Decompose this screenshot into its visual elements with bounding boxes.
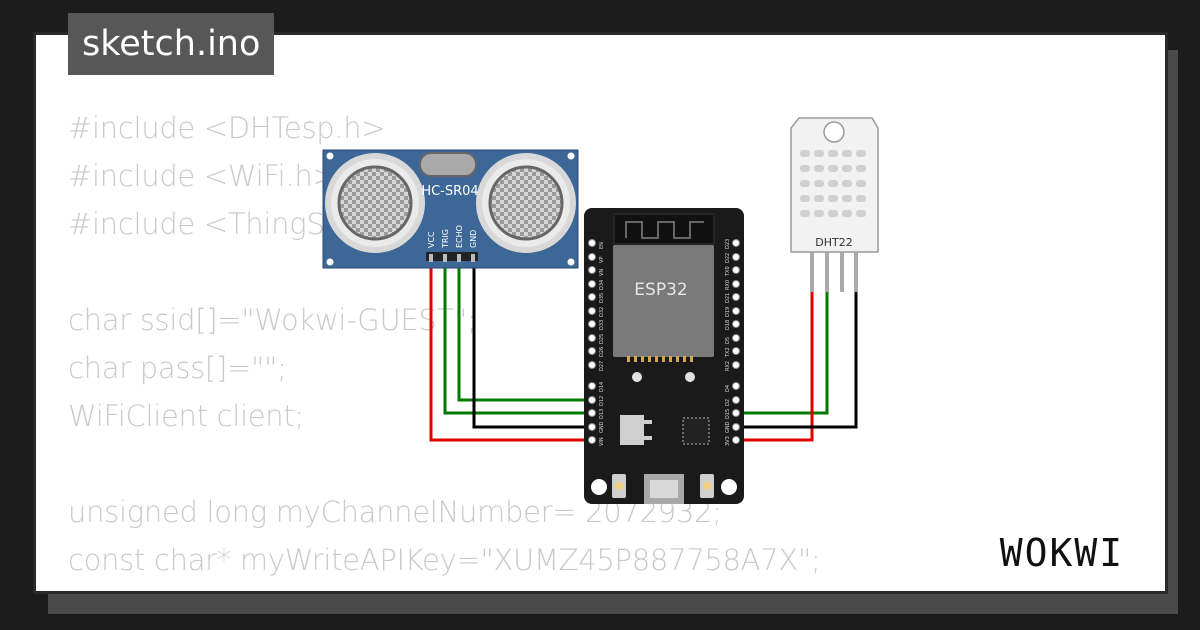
esp32-pin-label: TX2 bbox=[725, 347, 731, 358]
esp32-pin-label: TX0 bbox=[725, 266, 731, 277]
wokwi-logo: WOKWI bbox=[1000, 531, 1124, 575]
dht22-grille-slot bbox=[842, 210, 852, 217]
esp32-pin-label: 3V3 bbox=[725, 436, 731, 446]
pin-label-trig: TRIG bbox=[441, 229, 450, 249]
esp32-pin-label: GND bbox=[725, 421, 731, 433]
esp32-pin-label: D27 bbox=[599, 361, 605, 371]
esp32-pin-label: D34 bbox=[599, 280, 605, 290]
esp32-pin-label: VN bbox=[599, 269, 605, 276]
dht22-grille-slot bbox=[800, 195, 810, 202]
file-title-tab[interactable]: sketch.ino bbox=[68, 13, 275, 75]
wire-echo bbox=[457, 262, 592, 402]
esp32-label: ESP32 bbox=[634, 280, 687, 300]
dht22-grille-slot bbox=[856, 210, 866, 217]
esp32-pin-label: D21 bbox=[725, 293, 731, 303]
esp32-pin-label: D26 bbox=[599, 347, 605, 357]
esp32-pin-label: GND bbox=[599, 421, 605, 433]
ultrasonic-transducer-right bbox=[476, 153, 576, 253]
esp32-pin-label: RX2 bbox=[725, 361, 731, 371]
dht22-grille-slot bbox=[842, 150, 852, 157]
esp32-pin-label: D23 bbox=[725, 239, 731, 249]
dht22-grille-slot bbox=[842, 180, 852, 187]
wire-dht-gnd bbox=[736, 290, 858, 429]
dht22-grille-slot bbox=[842, 195, 852, 202]
dht22-label: DHT22 bbox=[815, 236, 852, 249]
pin-label-echo: ECHO bbox=[455, 225, 464, 248]
esp32-pin-label: D33 bbox=[599, 320, 605, 330]
dht22-grille-slot bbox=[814, 165, 824, 172]
dht22-sensor[interactable]: DHT22 bbox=[790, 117, 879, 292]
esp32-pin-label: RX0 bbox=[725, 280, 731, 290]
dht22-grille-slot bbox=[800, 150, 810, 157]
dht22-grille-slot bbox=[814, 210, 824, 217]
code-line: #include <DHTesp.h> bbox=[68, 111, 386, 145]
esp32-pin-label: D25 bbox=[599, 334, 605, 344]
ultrasonic-transducer-left bbox=[325, 153, 425, 253]
esp32-pin-label: D35 bbox=[599, 293, 605, 303]
esp32-pin-label: D5 bbox=[725, 337, 731, 344]
dht22-grille-slot bbox=[800, 210, 810, 217]
dht22-grille-slot bbox=[828, 195, 838, 202]
esp32-pin-label: D19 bbox=[725, 307, 731, 317]
hc-sr04-label: HC-SR04 bbox=[421, 184, 478, 199]
dht22-grille-slot bbox=[828, 210, 838, 217]
esp32-pin-label: D15 bbox=[725, 409, 731, 419]
dht22-grille-slot bbox=[800, 180, 810, 187]
dht22-grille-slot bbox=[842, 165, 852, 172]
dht22-grille-slot bbox=[828, 150, 838, 157]
esp32-pin-label: D18 bbox=[725, 320, 731, 330]
esp32-board[interactable]: ESP32 bbox=[584, 208, 744, 504]
esp32-pin-label: D22 bbox=[725, 253, 731, 263]
esp32-pin-label: D2 bbox=[725, 399, 731, 406]
pin-label-vcc: VCC bbox=[427, 231, 436, 248]
code-line: char ssid[]="Wokwi-GUEST"; bbox=[68, 303, 477, 337]
wires bbox=[429, 262, 858, 442]
esp32-pin-label: D14 bbox=[599, 382, 605, 392]
wokwi-logo-text: WOKWI bbox=[1000, 531, 1124, 575]
esp32-pin-label: EN bbox=[599, 242, 605, 249]
wire-vcc bbox=[429, 262, 592, 442]
esp32-pin-label: D4 bbox=[725, 385, 731, 392]
esp32-pin-label: D13 bbox=[599, 409, 605, 419]
dht22-grille-slot bbox=[814, 180, 824, 187]
dht22-grille-slot bbox=[856, 180, 866, 187]
dht22-grille-slot bbox=[856, 150, 866, 157]
pin-label-gnd: GND bbox=[469, 230, 478, 248]
code-line: char pass[]=""; bbox=[68, 351, 287, 385]
wire-dht-vcc bbox=[736, 290, 814, 442]
esp32-pin-label: VP bbox=[599, 257, 605, 263]
esp32-pin-label: D32 bbox=[599, 307, 605, 317]
dht22-grille-slot bbox=[800, 165, 810, 172]
dht22-grille-slot bbox=[828, 180, 838, 187]
esp32-pin-label: D12 bbox=[599, 396, 605, 406]
hc-sr04-sensor[interactable]: HC-SR04 VCC TRIG ECHO GND bbox=[322, 149, 579, 269]
dht22-grille-slot bbox=[828, 165, 838, 172]
dht22-grille-slot bbox=[856, 195, 866, 202]
esp32-pin-label: VIN bbox=[599, 437, 605, 446]
dht22-grille-slot bbox=[814, 195, 824, 202]
wire-trig bbox=[443, 262, 592, 415]
dht22-grille-slot bbox=[856, 165, 866, 172]
code-line: const char* myWriteAPIKey="XUMZ45P887758… bbox=[68, 543, 821, 577]
wire-gnd bbox=[472, 262, 592, 429]
code-line: #include <WiFi.h> bbox=[68, 159, 337, 193]
dht22-grille-slot bbox=[814, 150, 824, 157]
wire-dht-data bbox=[736, 290, 829, 415]
code-line: WiFiClient client; bbox=[68, 399, 304, 433]
